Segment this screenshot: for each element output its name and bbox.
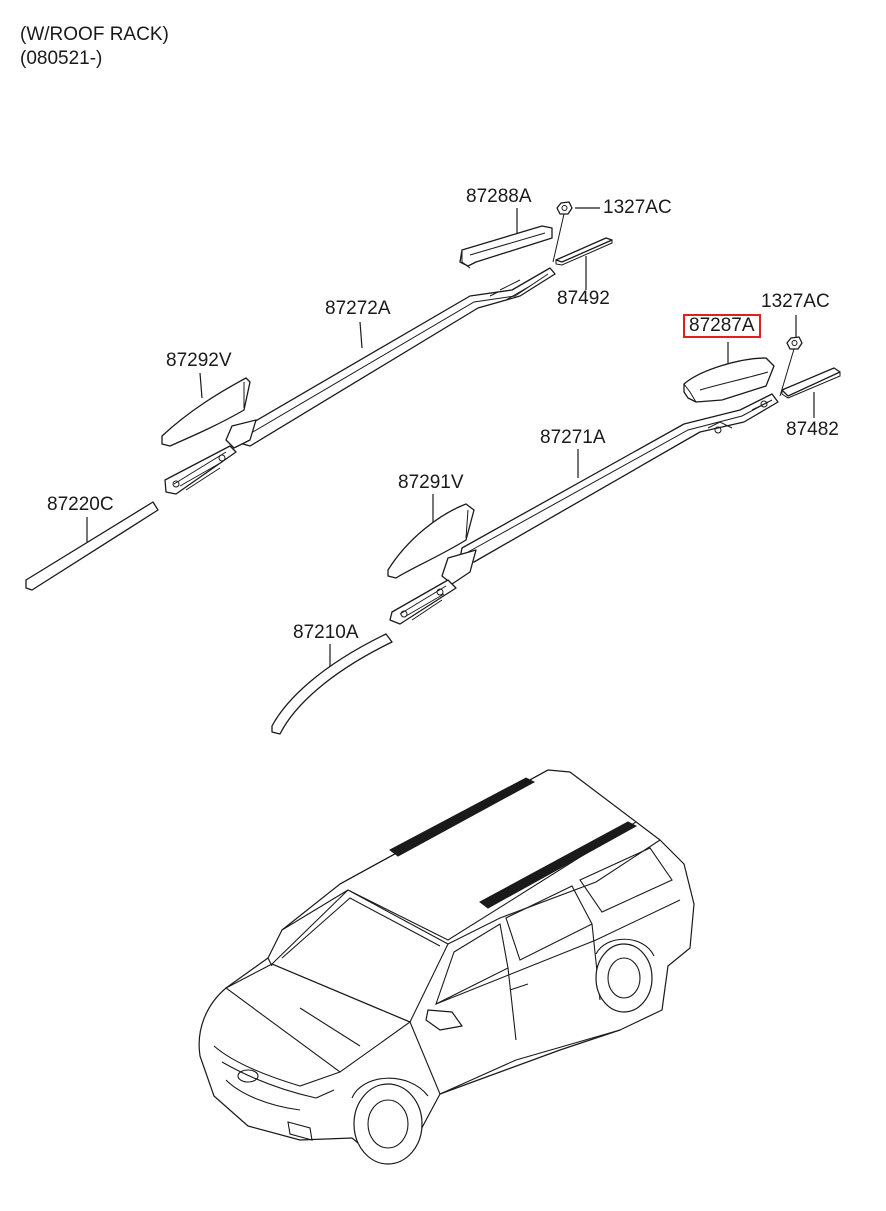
- callout-87272A[interactable]: 87272A: [325, 298, 391, 319]
- part-87492-shape: [555, 237, 613, 266]
- part-87287A-shape: [683, 357, 775, 403]
- diagram-title: (W/ROOF RACK): [20, 24, 169, 45]
- callout-87482[interactable]: 87482: [786, 419, 839, 440]
- part-1327AC-right-nut: [779, 336, 803, 397]
- callout-87492[interactable]: 87492: [557, 288, 610, 309]
- callout-87271A[interactable]: 87271A: [540, 427, 606, 448]
- part-87210A-shape: [271, 633, 393, 735]
- part-87271A-shape: [389, 393, 779, 625]
- callout-1327AC-left[interactable]: 1327AC: [603, 197, 672, 218]
- part-87292V-shape: [161, 377, 251, 447]
- part-87272A-shape: [164, 267, 556, 495]
- diagram-subtitle: (080521-): [20, 48, 103, 69]
- part-1327AC-left-nut: [552, 201, 573, 263]
- vehicle-illustration: [198, 769, 695, 1165]
- part-87220C-shape: [25, 501, 159, 591]
- callout-87210A[interactable]: 87210A: [293, 622, 359, 643]
- leader-87292V: [199, 372, 203, 399]
- callout-87291V[interactable]: 87291V: [398, 472, 464, 493]
- callout-1327AC-right[interactable]: 1327AC: [761, 291, 830, 312]
- callout-87288A[interactable]: 87288A: [466, 186, 532, 207]
- part-87291V-shape: [387, 503, 475, 579]
- leader-lines: [86, 207, 815, 670]
- part-87288A-shape: [459, 225, 553, 269]
- part-87482-shape: [781, 367, 841, 399]
- callout-87220C[interactable]: 87220C: [47, 494, 114, 515]
- leader-87272A: [359, 321, 363, 349]
- callout-87287A-highlighted[interactable]: 87287A: [683, 314, 761, 338]
- callout-87292V[interactable]: 87292V: [166, 350, 232, 371]
